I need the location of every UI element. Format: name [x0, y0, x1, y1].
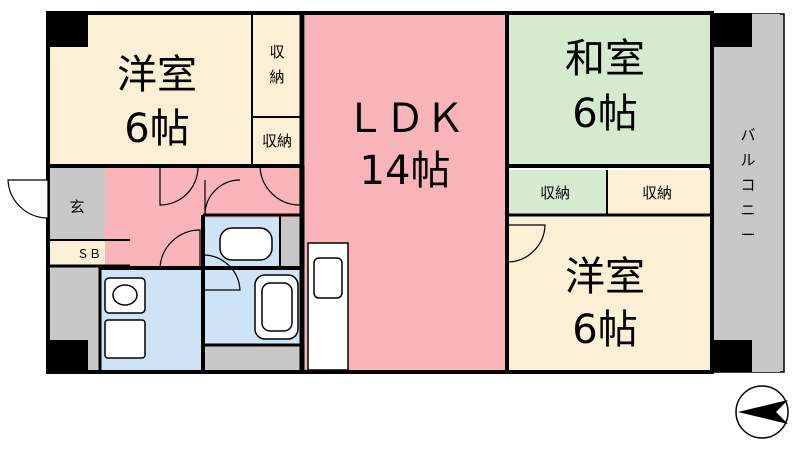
entrance-label: 玄 — [69, 198, 84, 216]
storage-4-label: 収納 — [642, 184, 672, 202]
balcony-char-4: ニ — [740, 201, 755, 219]
shoe-box-label: ＳＢ — [77, 247, 101, 261]
entrance-floor — [50, 165, 105, 240]
storage-2-label: 収納 — [262, 132, 292, 150]
pillars — [48, 13, 752, 372]
balcony-char-2: ル — [740, 151, 755, 169]
bath-step — [205, 345, 305, 370]
ldk-size: 14帖 — [360, 148, 451, 194]
room-labels: 洋室 6帖 収 納 収納 ＬＤＫ 14帖 和室 6帖 収納 収納 洋室 6帖 玄… — [69, 36, 755, 353]
ldk-name: ＬＤＫ — [345, 96, 465, 142]
japanese-room-name: 和室 — [565, 36, 645, 82]
western-room-2-name: 洋室 — [565, 254, 645, 300]
balcony-char-3: コ — [740, 176, 755, 194]
sink-icon — [313, 257, 343, 299]
western-room-1-size: 6帖 — [124, 106, 189, 152]
western-room-1-name: 洋室 — [117, 52, 197, 98]
storage-1-floor — [250, 15, 300, 117]
storage-1-line2: 納 — [269, 68, 284, 86]
storage-1-line1: 収 — [269, 43, 284, 61]
storage-3-label: 収納 — [540, 184, 570, 202]
walls — [46, 11, 714, 374]
toilet-icon — [219, 227, 273, 261]
north-arrow-icon — [735, 385, 789, 439]
balcony-inner — [716, 14, 780, 372]
balcony-char-5: ー — [740, 226, 755, 244]
japanese-room-floor — [505, 15, 710, 165]
storage-2-floor — [250, 117, 300, 165]
western-room-2-size: 6帖 — [572, 307, 637, 353]
western-room-2-floor — [505, 215, 710, 370]
japanese-room-size: 6帖 — [572, 91, 637, 137]
fixtures — [104, 227, 349, 371]
door-swings — [7, 165, 546, 291]
storage-4-floor — [607, 170, 710, 215]
storage-3-floor — [505, 170, 607, 215]
washer-icon — [104, 319, 146, 359]
balcony-char-1: バ — [740, 126, 755, 144]
